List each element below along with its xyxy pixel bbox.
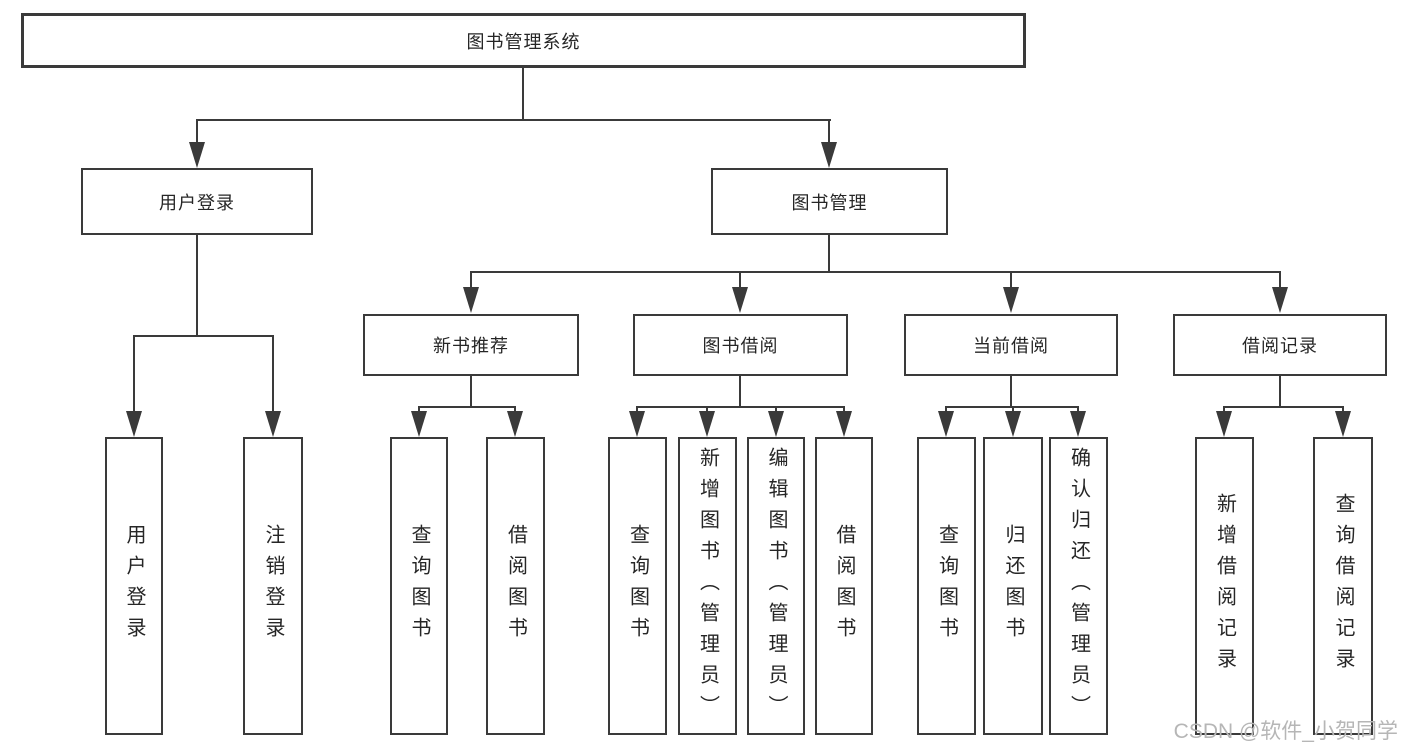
connector-line (636, 406, 845, 408)
connector-line (470, 376, 472, 408)
arrowhead (463, 287, 479, 313)
connector-line (470, 271, 472, 293)
arrowhead (126, 411, 142, 437)
connector-line (133, 335, 274, 337)
leaf-edit-books-admin: 编辑图书（管理员） (747, 437, 805, 735)
arrowhead (411, 411, 427, 437)
node-current-borrowing: 当前借阅 (904, 314, 1118, 376)
connector-line (522, 68, 524, 120)
connector-line (196, 235, 198, 337)
connector-line (1279, 376, 1281, 408)
node-book-borrowing: 图书借阅 (633, 314, 848, 376)
leaf-query-books-2: 查询图书 (608, 437, 667, 735)
connector-line (828, 119, 830, 146)
connector-line (1223, 406, 1344, 408)
connector-line (1279, 271, 1281, 293)
arrowhead (265, 411, 281, 437)
arrowhead (1335, 411, 1351, 437)
connector-line (828, 235, 830, 273)
leaf-query-books-1: 查询图书 (390, 437, 448, 735)
connector-line (1010, 376, 1012, 408)
node-root-library-system: 图书管理系统 (21, 13, 1026, 68)
leaf-return-books: 归还图书 (983, 437, 1043, 735)
csdn-watermark: CSDN @软件_小贺同学 (1173, 720, 1398, 743)
leaf-borrow-books-2: 借阅图书 (815, 437, 873, 735)
connector-line (739, 271, 741, 293)
arrowhead (836, 411, 852, 437)
arrowhead (1272, 287, 1288, 313)
node-borrowing-records: 借阅记录 (1173, 314, 1387, 376)
leaf-borrow-books-1: 借阅图书 (486, 437, 545, 735)
leaf-add-borrow-record: 新增借阅记录 (1195, 437, 1254, 735)
arrowhead (1005, 411, 1021, 437)
leaf-user-login: 用户登录 (105, 437, 163, 735)
arrowhead (1003, 287, 1019, 313)
node-book-management: 图书管理 (711, 168, 948, 235)
connector-line (196, 119, 198, 146)
connector-line (739, 376, 741, 408)
arrowhead (732, 287, 748, 313)
leaf-confirm-return-admin: 确认归还（管理员） (1049, 437, 1108, 735)
leaf-add-books-admin: 新增图书（管理员） (678, 437, 737, 735)
connector-line (418, 406, 516, 408)
arrowhead (1216, 411, 1232, 437)
leaf-logout: 注销登录 (243, 437, 303, 735)
node-user-login: 用户登录 (81, 168, 313, 235)
node-new-book-recommendation: 新书推荐 (363, 314, 579, 376)
arrowhead (1070, 411, 1086, 437)
connector-line (272, 335, 274, 415)
connector-line (196, 119, 831, 121)
arrowhead (938, 411, 954, 437)
arrowhead (629, 411, 645, 437)
arrowhead (189, 142, 205, 168)
leaf-query-books-3: 查询图书 (917, 437, 976, 735)
leaf-query-borrow-record: 查询借阅记录 (1313, 437, 1373, 735)
connector-line (1010, 271, 1012, 293)
connector-line (470, 271, 1281, 273)
arrowhead (821, 142, 837, 168)
arrowhead (507, 411, 523, 437)
arrowhead (768, 411, 784, 437)
connector-line (133, 335, 135, 415)
arrowhead (699, 411, 715, 437)
